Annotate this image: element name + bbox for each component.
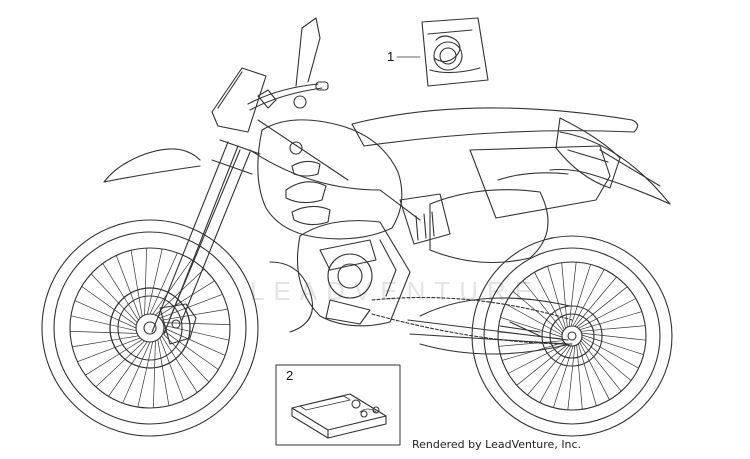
- spoke: [161, 308, 229, 321]
- spoke: [574, 276, 617, 327]
- spoke: [581, 334, 644, 355]
- spoke: [159, 293, 223, 319]
- spoke: [157, 280, 215, 317]
- spoke: [522, 280, 564, 332]
- spoke: [498, 340, 564, 347]
- spoke: [77, 337, 141, 363]
- spoke: [507, 343, 566, 374]
- spoke: [568, 261, 577, 327]
- spoke: [95, 340, 145, 388]
- spoke: [90, 273, 138, 323]
- callout-2-label: 2: [286, 368, 294, 383]
- spoke: [146, 248, 163, 315]
- decal-sheet-illustration: [421, 17, 489, 87]
- fuel-tank-illustration: [257, 119, 403, 240]
- spoke: [162, 333, 210, 383]
- spoke: [561, 262, 568, 328]
- spoke: [572, 269, 605, 327]
- spoke: [152, 259, 192, 315]
- spoke: [71, 335, 139, 348]
- spoke: [539, 345, 572, 403]
- spoke: [161, 335, 198, 393]
- seat-illustration: [351, 107, 671, 219]
- spoke: [553, 345, 574, 408]
- spoke: [505, 303, 563, 336]
- spoke: [102, 263, 139, 321]
- engine-illustration: [269, 220, 411, 333]
- spoke: [149, 252, 178, 315]
- spoke: [534, 271, 565, 330]
- spoke: [81, 286, 137, 326]
- spoke: [69, 331, 138, 334]
- spoke: [159, 337, 185, 401]
- owners-manual-illustration: [291, 393, 387, 439]
- spoke: [570, 264, 591, 327]
- spoke: [163, 330, 219, 370]
- exhaust-illustration: [555, 117, 621, 189]
- spoke: [581, 332, 647, 341]
- spoke: [137, 341, 154, 408]
- callout-1-label: 1: [387, 49, 395, 64]
- rear-wheel-illustration: [471, 235, 673, 437]
- spoke: [576, 286, 628, 328]
- spoke: [576, 344, 583, 410]
- spoke: [581, 338, 632, 381]
- spoke: [500, 317, 563, 338]
- spoke: [70, 315, 137, 332]
- spoke: [74, 300, 137, 329]
- spoke: [157, 339, 170, 407]
- spoke: [580, 340, 622, 392]
- spoke: [580, 325, 646, 332]
- spoke: [162, 322, 231, 325]
- spoke: [577, 343, 597, 407]
- spoke: [115, 255, 141, 319]
- frame-illustration: [249, 119, 571, 355]
- spoke: [122, 341, 151, 404]
- front-fork-illustration: [103, 139, 261, 335]
- handlebar-illustration: [247, 17, 329, 111]
- spoke: [579, 342, 610, 401]
- spoke: [516, 344, 568, 386]
- spoke: [108, 341, 148, 397]
- spoke: [144, 247, 147, 316]
- side-panel-illustration: [399, 189, 549, 264]
- spoke: [581, 336, 639, 369]
- spoke: [153, 340, 156, 409]
- spoke: [567, 345, 576, 411]
- spoke: [547, 265, 567, 329]
- headlight-illustration: [211, 67, 267, 133]
- credit-text: Rendered by LeadVenture, Inc.: [412, 438, 582, 451]
- spoke: [578, 298, 637, 329]
- spoke: [85, 339, 143, 376]
- spoke: [579, 311, 643, 331]
- spoke: [130, 249, 143, 317]
- front-wheel-illustration: [41, 219, 259, 437]
- chain-illustration: [371, 296, 573, 345]
- spoke: [527, 345, 570, 396]
- spoke: [163, 327, 226, 356]
- watermark-text: LEADVENTURE: [250, 276, 542, 306]
